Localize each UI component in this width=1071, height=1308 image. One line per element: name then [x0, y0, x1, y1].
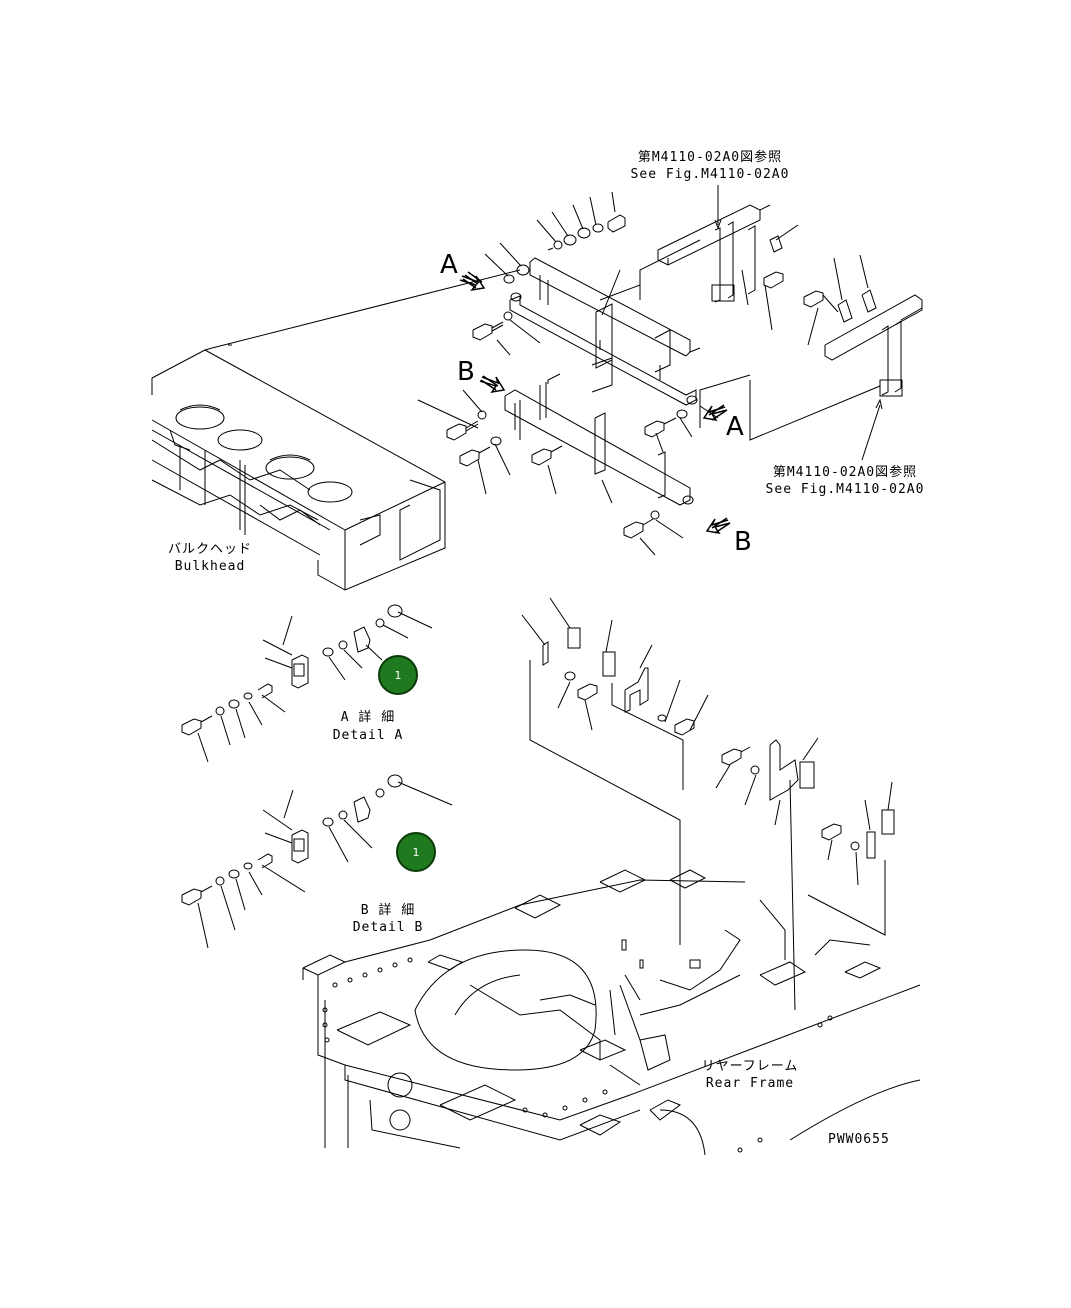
ref-label-top-jp: 第M4110-02A0図参照	[637, 150, 783, 165]
part-callout-1-detail-b[interactable]: 1	[396, 832, 436, 872]
part-callout-1-detail-a[interactable]: 1	[378, 655, 418, 695]
rear-frame-label-jp: リヤーフレーム	[701, 1059, 799, 1074]
lower-crossmember	[505, 374, 690, 505]
detail-b-drawing	[182, 775, 452, 948]
view-marker-b-right: B	[734, 527, 752, 557]
detail-a-label-en: Detail A	[332, 728, 404, 743]
upper-right-frame	[640, 205, 922, 396]
rear-frame-drawing	[303, 870, 920, 1155]
view-arrows	[460, 272, 730, 533]
bulkhead-label-en: Bulkhead	[174, 559, 246, 574]
detail-b-label-jp: B 詳 細	[360, 903, 416, 918]
rear-frame-label-en: Rear Frame	[705, 1076, 795, 1091]
view-marker-a-right: A	[726, 412, 744, 442]
detail-b-label-en: Detail B	[352, 920, 424, 935]
view-marker-a-top: A	[440, 250, 458, 280]
ref-label-right-jp: 第M4110-02A0図参照	[772, 465, 918, 480]
leader-lines-top	[418, 185, 882, 555]
bulkhead-label-jp: バルクヘッド	[167, 542, 252, 557]
detail-a-label-jp: A 詳 細	[340, 710, 396, 725]
ref-label-top-en: See Fig.M4110-02A0	[630, 167, 790, 182]
bulkhead-drawing	[152, 348, 445, 590]
figure-code: PWW0655	[828, 1132, 890, 1147]
detail-a-drawing	[182, 605, 432, 762]
fasteners-top	[447, 215, 876, 538]
ref-label-right-en: See Fig.M4110-02A0	[765, 482, 925, 497]
mid-brackets	[522, 598, 894, 1010]
upper-crossmember	[510, 258, 700, 405]
view-marker-b-top: B	[457, 357, 475, 387]
